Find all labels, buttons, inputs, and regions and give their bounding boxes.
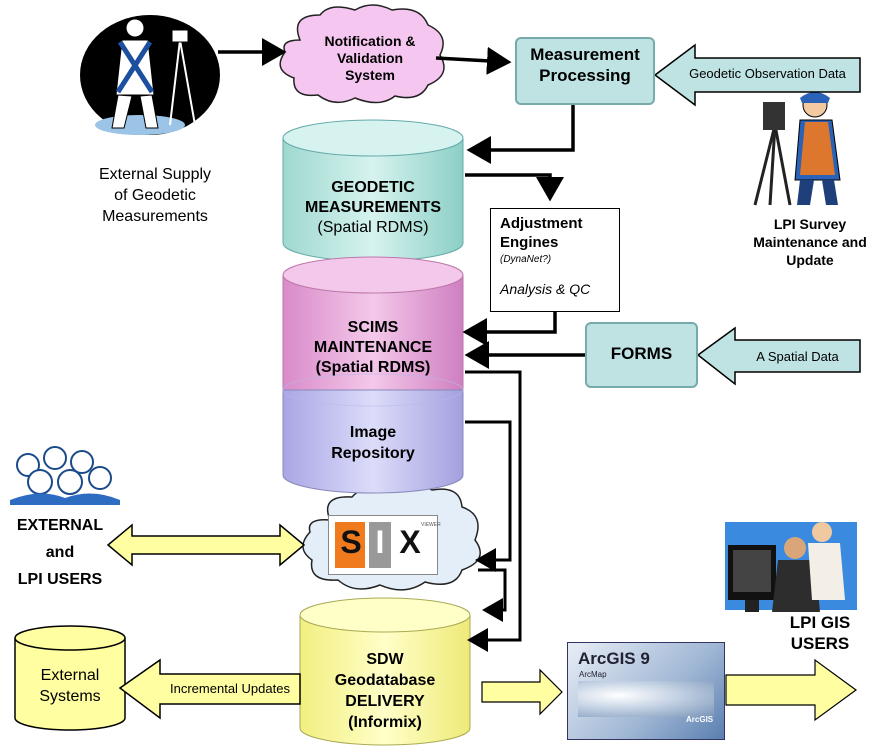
geodetic-observation-arrow: [653, 43, 861, 107]
scims-label: SCIMS MAINTENANCE (Spatial RDMS): [283, 318, 463, 378]
six-letter-x: X: [399, 524, 421, 560]
lpi-gis-line-2: USERS: [790, 634, 850, 653]
geodetic-db-subtitle: (Spatial RDMS): [317, 219, 429, 236]
six-logo-s-block: [335, 522, 365, 568]
users-six-double-arrow: [106, 523, 306, 567]
users-line-1: EXTERNAL: [16, 517, 104, 534]
arcgis-brand: ArcGIS: [686, 715, 714, 724]
adjustment-sub: (DynaNet?): [500, 254, 552, 265]
geodetic-observation-label: Geodetic Observation Data: [689, 66, 846, 81]
lpi-survey-line-1: LPI Survey: [773, 216, 847, 232]
gis-users-illustration: [725, 522, 857, 612]
image-repository-line-2: Repository: [331, 445, 415, 462]
six-tag: VIEWER: [421, 522, 441, 528]
six-letter-s: S: [340, 524, 362, 560]
six-logo: S I X VIEWER: [328, 515, 441, 575]
connector-arrows: [218, 38, 585, 652]
lpi-survey-caption: LPI Survey Maintenance and Update: [735, 215, 872, 269]
forms-label: FORMS: [610, 344, 673, 363]
sdw-cylinder: [299, 597, 471, 746]
adjustment-engines-content: Adjustment Engines (DynaNet?) Analysis &…: [500, 214, 618, 297]
spatial-data-label: A Spatial Data: [756, 349, 839, 364]
geodetic-cylinder: [282, 119, 464, 262]
sdw-line-2: Geodatabase: [334, 672, 436, 689]
users-line-2: and: [45, 544, 75, 561]
lpi-survey-line-2: Maintenance and: [753, 234, 867, 250]
measurement-processing-label: Measurement Processing: [515, 44, 655, 86]
adjustment-title-2: Engines: [500, 234, 559, 251]
lpi-gis-line-1: LPI GIS: [789, 613, 851, 632]
arcgis-to-users-arrow: [725, 658, 858, 722]
external-supply-caption: External Supply of Geodetic Measurements: [70, 164, 240, 227]
forms-box: [585, 322, 698, 388]
geodetic-db-label: GEODETIC MEASUREMENTS (Spatial RDMS): [283, 178, 463, 238]
notification-line-3: System: [345, 67, 395, 83]
scims-cylinder: [282, 256, 464, 494]
external-systems-line-1: External: [40, 667, 100, 684]
surveyor-illustration: [80, 15, 220, 135]
notification-label: Notification & Validation System: [300, 33, 440, 84]
users-line-3: LPI USERS: [17, 571, 103, 588]
sdw-to-arcgis-arrow: [481, 668, 563, 716]
sdw-label: SDW Geodatabase DELIVERY (Informix): [300, 649, 470, 733]
sdw-line-3: DELIVERY: [345, 693, 425, 710]
notification-line-2: Validation: [336, 50, 404, 66]
sdw-line-4: (Informix): [348, 714, 422, 731]
incremental-updates-arrow: [118, 658, 301, 720]
measurement-processing-line-2: Processing: [539, 66, 631, 85]
measurement-processing-line-1: Measurement: [530, 45, 640, 64]
arcgis-sub: ArcMap: [579, 670, 607, 679]
lpi-surveyor-illustration: [753, 92, 841, 206]
image-repository-label: Image Repository: [283, 422, 463, 464]
scims-line-3: (Spatial RDMS): [315, 359, 431, 376]
notification-line-1: Notification &: [324, 33, 416, 49]
sdw-line-1: SDW: [366, 651, 404, 668]
external-supply-line-2: of Geodetic: [114, 187, 196, 204]
measurement-processing-box: [515, 37, 655, 105]
image-repository-line-1: Image: [349, 424, 397, 441]
spatial-data-arrow: [696, 326, 861, 386]
notification-cloud: [279, 4, 445, 104]
users-caption: EXTERNAL and LPI USERS: [5, 512, 115, 593]
incremental-updates-label: Incremental Updates: [170, 681, 290, 696]
arcgis-splash: ArcGIS 9 ArcMap ArcGIS: [567, 642, 725, 740]
six-letter-i: I: [375, 524, 385, 560]
external-supply-line-1: External Supply: [98, 166, 212, 183]
adjustment-engines-box: [490, 208, 620, 312]
scims-line-2: MAINTENANCE: [313, 339, 433, 356]
adjustment-title-1: Adjustment: [500, 215, 583, 232]
six-logo-i-block: [369, 522, 391, 568]
lpi-survey-line-3: Update: [786, 252, 834, 268]
adjustment-analysis: Analysis & QC: [500, 281, 591, 297]
external-systems-line-2: Systems: [39, 688, 101, 705]
external-systems-label: External Systems: [15, 665, 125, 707]
geodetic-db-title-1: GEODETIC: [331, 179, 415, 196]
scims-line-1: SCIMS: [347, 319, 399, 336]
users-group-illustration: [10, 446, 120, 505]
external-systems-cylinder: [14, 625, 126, 731]
external-supply-line-3: Measurements: [102, 208, 208, 225]
geodetic-db-title-2: MEASUREMENTS: [304, 199, 441, 216]
arcgis-map-graphic: [578, 681, 714, 717]
arcgis-title: ArcGIS 9: [578, 649, 650, 668]
lpi-gis-users-label: LPI GIS USERS: [770, 612, 870, 654]
